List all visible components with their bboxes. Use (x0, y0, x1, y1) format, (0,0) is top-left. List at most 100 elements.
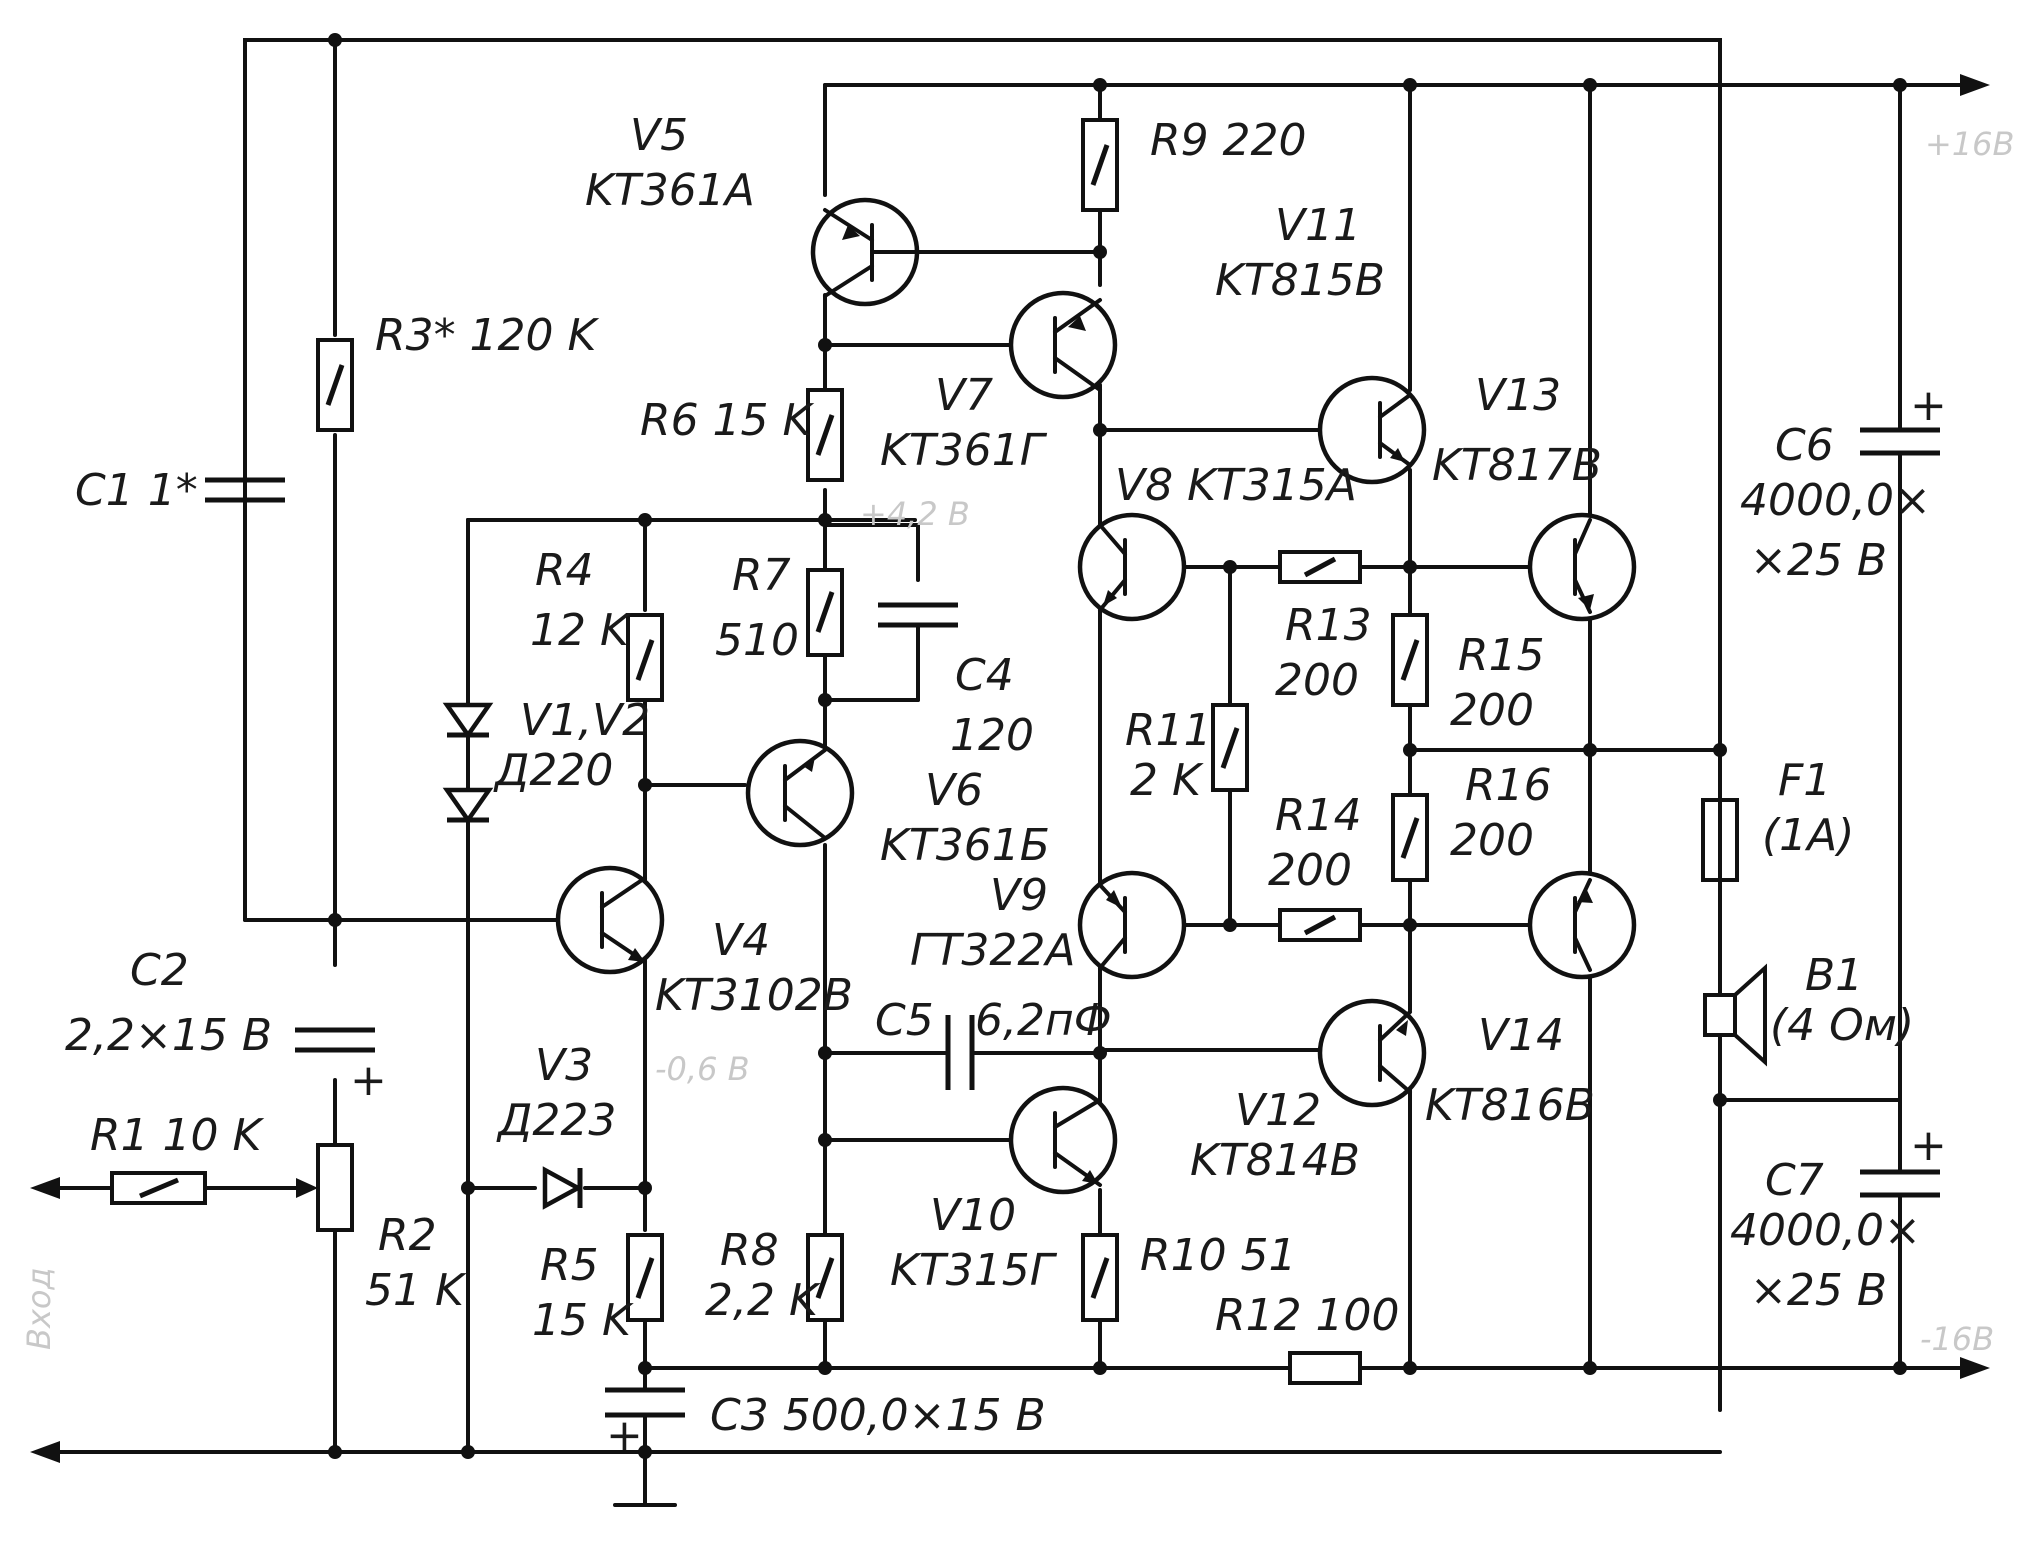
label-r7-val: 510 (715, 615, 799, 666)
label-v13-ref: V13 (1475, 370, 1561, 421)
label-v7-ref: V7 (935, 370, 993, 421)
plus-c3: + (606, 1410, 643, 1461)
label-v14-type: KT816B (1425, 1080, 1595, 1131)
r2-wiper (296, 1178, 318, 1198)
label-r8-val: 2,2 K (705, 1275, 821, 1326)
label-r6: R6 15 K (640, 395, 815, 446)
label-v11-type: KT815B (1215, 255, 1385, 306)
label-r16-ref: R16 (1465, 760, 1552, 811)
label-v6-type: KT361Б (880, 820, 1050, 871)
label-v3-type: Д223 (496, 1095, 616, 1146)
transistor-v13 (1527, 512, 1637, 622)
label-v5-ref: V5 (630, 110, 688, 161)
label-r13-ref: R13 (1285, 600, 1372, 651)
label-r7-ref: R7 (732, 550, 791, 601)
faint-negative-rail: -16В (1920, 1320, 1994, 1358)
faint-input-label: Вход (20, 1267, 58, 1350)
capacitors (205, 427, 1940, 1418)
diode-v3 (542, 1166, 583, 1210)
label-c7-ref: C7 (1765, 1155, 1824, 1206)
label-r10: R10 51 (1140, 1230, 1297, 1281)
label-c3: C3 500,0×15 B (710, 1390, 1046, 1441)
label-c4-ref: C4 (955, 650, 1014, 701)
wires (58, 38, 1967, 1507)
label-c5: C5 (875, 995, 934, 1046)
label-c6-val1: 4000,0× (1740, 475, 1931, 526)
label-r8-ref: R8 (720, 1225, 779, 1276)
transistor-v11 (1317, 375, 1427, 485)
transistor-v5 (810, 197, 922, 307)
label-r11-ref: R11 (1125, 705, 1212, 756)
label-c6-ref: C6 (1775, 420, 1834, 471)
resistors (110, 118, 1429, 1385)
transistor-v9 (1077, 870, 1187, 980)
labels: C1 1* R3* 120 K V5 KT361A R9 220 V11 KT8… (20, 110, 2014, 1461)
label-v7-type: KT361Г (880, 425, 1048, 476)
diodes-v1-v2 (442, 518, 494, 1454)
plus-c6: + (1910, 380, 1947, 431)
label-f1-val: (1A) (1762, 810, 1854, 861)
label-r2-ref: R2 (378, 1210, 437, 1261)
label-r2-val: 51 K (365, 1265, 467, 1316)
transistor-v7 (1008, 290, 1118, 400)
label-v9-ref: V9 (990, 870, 1048, 921)
label-c4-val: 120 (950, 710, 1034, 761)
transistor-v12 (1317, 998, 1427, 1108)
label-b1-ref: B1 (1805, 950, 1863, 1001)
label-r15-val: 200 (1450, 685, 1534, 736)
label-v9-type: ГT322A (910, 925, 1075, 976)
junction-dots (328, 33, 1907, 1459)
label-v12-type: KT814B (1190, 1135, 1360, 1186)
label-r14-ref: R14 (1275, 790, 1362, 841)
transistor-v8 (1077, 512, 1187, 622)
label-r1: R1 10 K (90, 1110, 265, 1161)
transistor-v6 (745, 738, 855, 848)
label-r11-val: 2 K (1130, 755, 1204, 806)
plus-c2: + (350, 1055, 387, 1106)
label-v1v2-type: Д220 (493, 745, 613, 796)
label-v5-type: KT361A (585, 165, 755, 216)
label-v4-type: KT3102B (655, 970, 853, 1021)
label-v10-type: KT315Г (890, 1245, 1058, 1296)
label-v6-ref: V6 (925, 765, 983, 816)
label-v13-type: KT817B (1432, 440, 1602, 491)
label-r13-val: 200 (1275, 655, 1359, 706)
label-c6-val2: ×25 B (1750, 535, 1887, 586)
label-v11-ref: V11 (1275, 200, 1361, 251)
label-c2-ref: C2 (130, 945, 189, 996)
label-r4-ref: R4 (535, 545, 594, 596)
label-c7-val1: 4000,0× (1730, 1205, 1921, 1256)
label-r15-ref: R15 (1458, 630, 1545, 681)
speaker-b1 (1703, 963, 1767, 1067)
transistor-v10 (1008, 1085, 1118, 1195)
faint-positive-rail: +16В (1925, 125, 2014, 163)
label-r4-val: 12 K (530, 605, 632, 656)
plus-c7: + (1910, 1120, 1947, 1171)
label-v1v2-ref: V1,V2 (520, 695, 650, 746)
label-v4-ref: V4 (712, 915, 770, 966)
label-v10-ref: V10 (930, 1190, 1016, 1241)
label-c1: C1 1* (75, 465, 198, 516)
label-c5-val: 6,2пФ (975, 995, 1112, 1046)
label-r16-val: 200 (1450, 815, 1534, 866)
label-r5-ref: R5 (540, 1240, 599, 1291)
label-v12-ref: V12 (1235, 1085, 1321, 1136)
label-v14-ref: V14 (1478, 1010, 1564, 1061)
label-b1-val: (4 Ом) (1770, 1000, 1914, 1051)
transistor-v4 (555, 865, 665, 975)
label-r5-val: 15 K (532, 1295, 634, 1346)
terminal-arrows (30, 74, 1990, 1463)
label-v3-ref: V3 (535, 1040, 593, 1091)
faint-voltage-2: -0,6 В (655, 1050, 750, 1088)
fuse-f1 (1701, 798, 1739, 882)
label-v8: V8 KT315A (1115, 460, 1357, 511)
label-r3: R3* 120 K (375, 310, 600, 361)
label-c2-val: 2,2×15 B (65, 1010, 272, 1061)
label-f1-ref: F1 (1778, 755, 1831, 806)
transistor-v14 (1527, 870, 1637, 980)
label-r9: R9 220 (1150, 115, 1307, 166)
faint-voltage-1: +4,2 В (860, 495, 970, 533)
label-r12: R12 100 (1215, 1290, 1400, 1341)
